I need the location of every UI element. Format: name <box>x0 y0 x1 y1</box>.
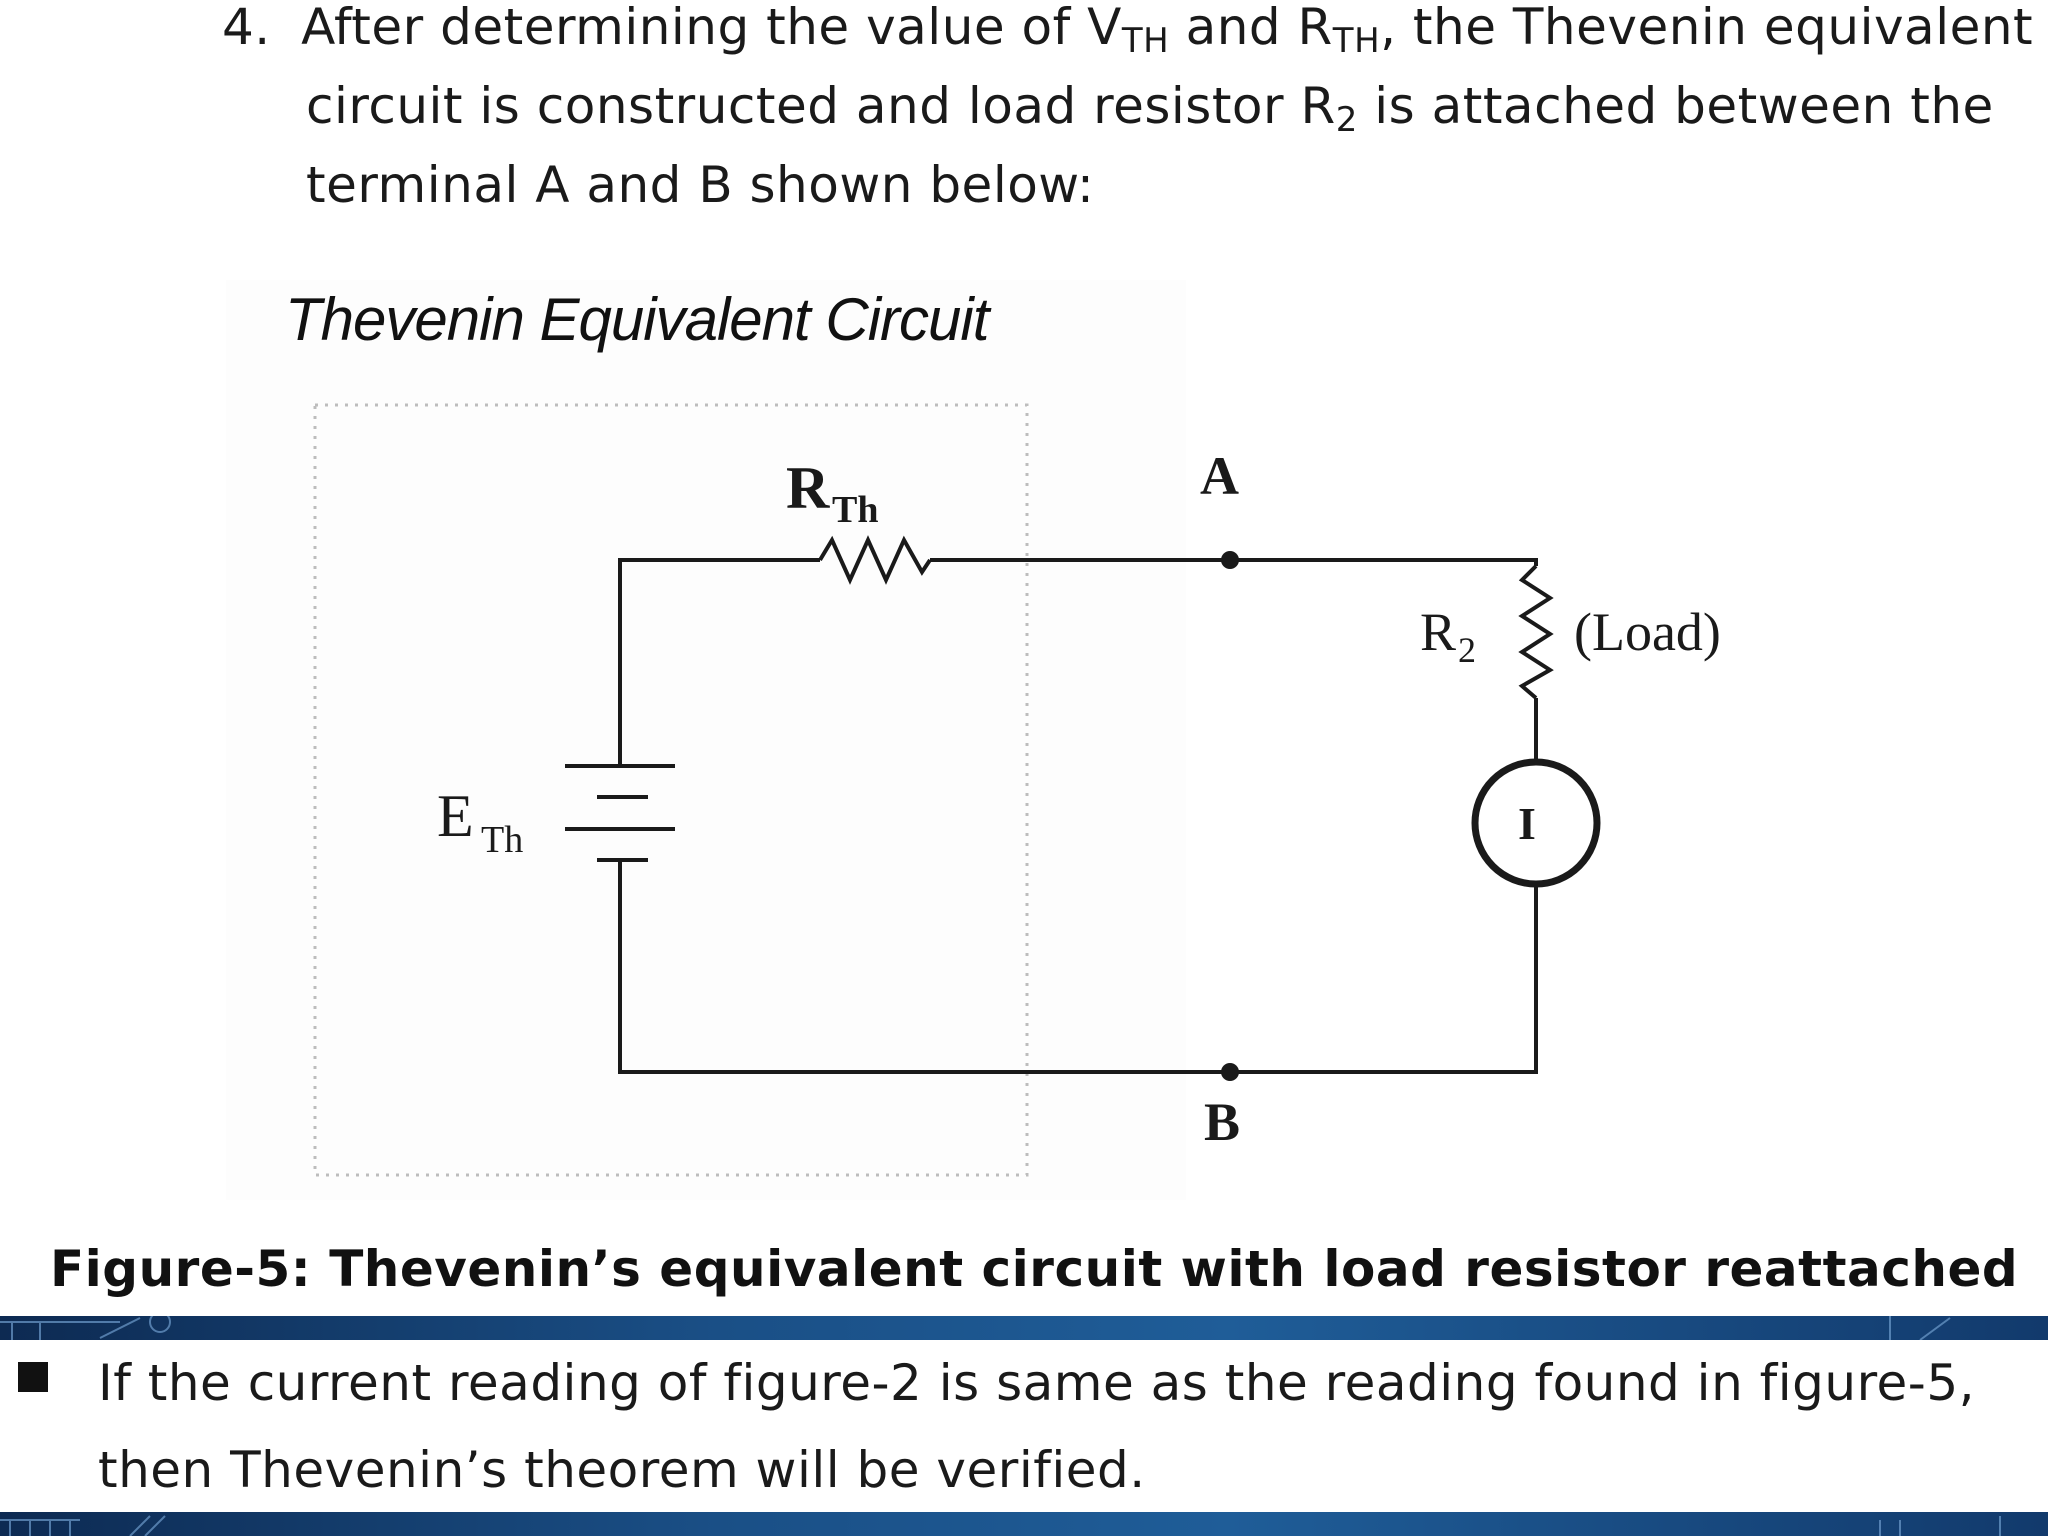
bullet-paragraph: If the current reading of figure-2 is sa… <box>98 1340 1975 1514</box>
figure-title: Thevenin Equivalent Circuit <box>285 286 989 353</box>
wire-bottom-loop <box>618 860 1538 1074</box>
wire-a-to-r2 <box>1230 558 1538 566</box>
ammeter-label: I <box>1518 798 1536 849</box>
step-line2-a: circuit is constructed and load resistor… <box>306 77 1336 135</box>
slide-banner-top <box>0 1316 2048 1340</box>
circuit-wires <box>618 558 1538 1074</box>
rth-resistor <box>818 535 932 585</box>
step-number: 4. <box>222 0 271 56</box>
r2-label-main: R <box>1420 602 1456 662</box>
step-line1-c: , the Thevenin equivalent <box>1380 0 2034 56</box>
wire-left-top <box>618 558 820 766</box>
step-line1-b: and R <box>1169 0 1333 56</box>
terminal-b-label: B <box>1204 1092 1240 1152</box>
battery-symbol <box>565 764 675 862</box>
rth-label-main: R <box>786 455 830 521</box>
step-line-1: 4. After determining the value of VTH an… <box>222 0 2033 81</box>
terminal-a-label: A <box>1200 446 1239 506</box>
step-line1-a: After determining the value of V <box>301 0 1122 56</box>
eth-label-sub: Th <box>481 819 523 861</box>
step-line-2: circuit is constructed and load resistor… <box>306 67 1994 160</box>
r2-subscript: 2 <box>1335 100 1358 140</box>
r2-label-sub: 2 <box>1458 630 1476 670</box>
rth-subscript: TH <box>1332 21 1381 61</box>
load-label: (Load) <box>1574 602 1721 662</box>
vth-subscript: TH <box>1121 21 1170 61</box>
figure-caption: Figure-5: Thevenin’s equivalent circuit … <box>50 1240 2019 1298</box>
thevenin-box <box>313 403 1029 1177</box>
eth-label-main: E <box>437 783 474 849</box>
step-line2-b: is attached between the <box>1357 77 1994 135</box>
rth-label-sub: Th <box>832 489 878 531</box>
bullet-line-2: then Thevenin’s theorem will be verified… <box>98 1441 1146 1499</box>
bullet-line-1: If the current reading of figure-2 is sa… <box>98 1354 1976 1412</box>
bullet-square-icon <box>18 1362 48 1392</box>
ammeter-icon <box>1471 758 1601 888</box>
step-line-3: terminal A and B shown below: <box>306 156 1095 214</box>
slide-banner-bottom <box>0 1512 2048 1536</box>
terminal-a-dot <box>1221 551 1239 569</box>
circuit-pattern-icon <box>0 1515 2001 1536</box>
circuit-pattern-icon <box>0 1316 1951 1340</box>
terminal-b-dot <box>1221 1063 1239 1081</box>
r2-resistor <box>1518 564 1554 700</box>
